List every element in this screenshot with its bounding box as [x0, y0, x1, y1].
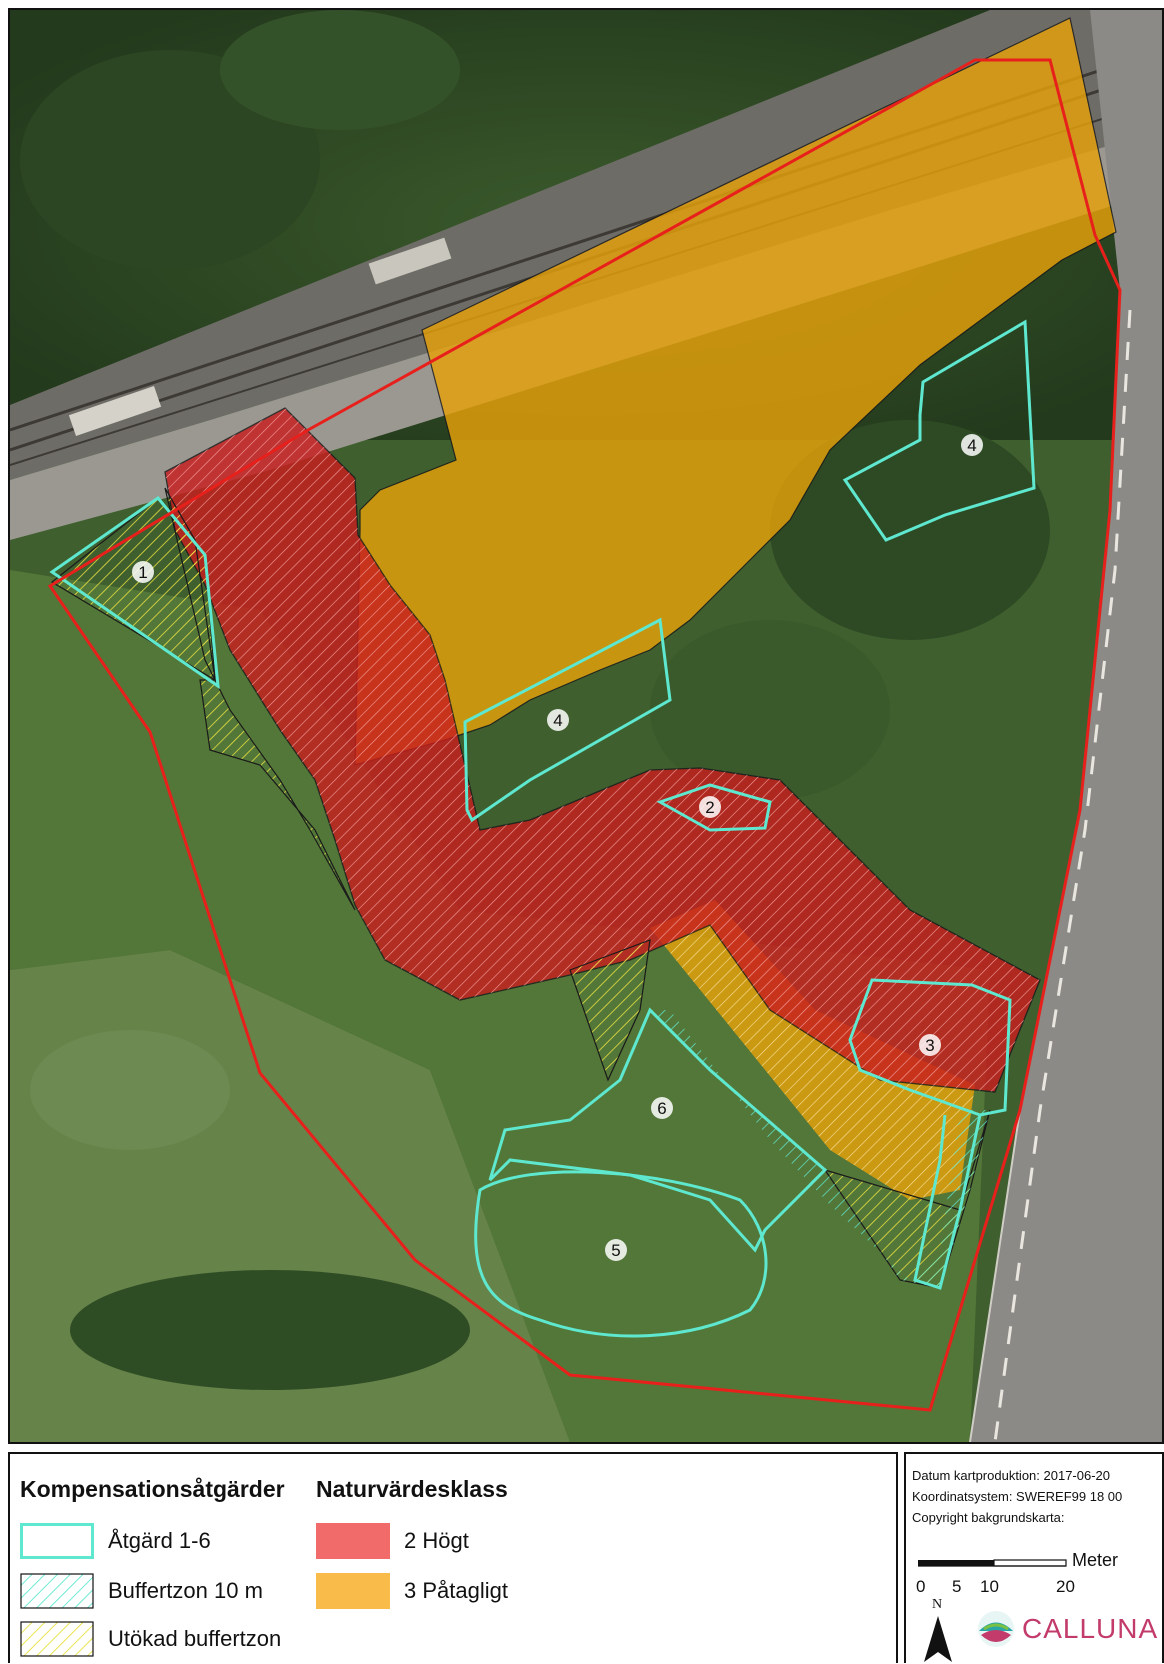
- extended-buffer-zone[interactable]: [569, 939, 651, 1082]
- shrub-patch: [30, 1030, 230, 1150]
- label-3: 3: [919, 1034, 941, 1056]
- legend-swatch-outline: [20, 1523, 94, 1559]
- action-area-6-strip[interactable]: [913, 1114, 982, 1290]
- action-area-5[interactable]: [474, 1170, 768, 1338]
- legend-label: 2 Högt: [404, 1528, 469, 1553]
- legend-title-measures: Kompensationsåtgärder: [20, 1476, 285, 1502]
- legend-swatch-yellow-hatch: [20, 1621, 94, 1657]
- coordinate-system: Koordinatsystem: SWEREF99 18 00: [912, 1489, 1123, 1504]
- svg-text:4: 4: [967, 436, 976, 455]
- parked-wagon: [368, 237, 452, 285]
- legend-swatch-orange: [316, 1573, 390, 1609]
- nature-class-3-hatch: [650, 900, 975, 1200]
- svg-text:4: 4: [553, 711, 562, 730]
- scale-tick: 5: [952, 1577, 961, 1596]
- calluna-logo-icon: [978, 1611, 1014, 1647]
- legend-item-buffer: Buffertzon 10 m: [20, 1572, 263, 1610]
- scale-unit: Meter: [1072, 1550, 1118, 1570]
- action-area-1[interactable]: [49, 495, 220, 690]
- svg-text:2: 2: [705, 798, 714, 817]
- svg-text:1: 1: [138, 563, 147, 582]
- label-1: 1: [132, 561, 154, 583]
- action-area-2[interactable]: [656, 783, 772, 832]
- logo-text: CALLUNA: [1022, 1613, 1159, 1644]
- svg-text:6: 6: [657, 1099, 666, 1118]
- map-info-panel: Datum kartproduktion: 2017-06-20 Koordin…: [904, 1452, 1164, 1663]
- north-arrow-icon: N: [924, 1597, 952, 1662]
- label-5: 5: [605, 1239, 627, 1261]
- svg-text:3: 3: [925, 1036, 934, 1055]
- project-boundary[interactable]: [47, 58, 1122, 1412]
- action-area-4-south[interactable]: [463, 617, 672, 823]
- legend-item-action: Åtgärd 1-6: [20, 1522, 211, 1560]
- calluna-logo: CALLUNA: [976, 1604, 1158, 1654]
- legend-title-classes: Naturvärdesklass: [316, 1476, 508, 1502]
- legend-label: Buffertzon 10 m: [108, 1578, 263, 1603]
- road: [970, 10, 1162, 1442]
- shrub-patch: [70, 1270, 470, 1390]
- legend-label: 3 Påtagligt: [404, 1578, 508, 1603]
- copyright-note: Copyright bakgrundskarta:: [912, 1510, 1065, 1525]
- legend-item-extended-buffer: Utökad buffertzon: [20, 1620, 281, 1658]
- scale-bar: Meter 0 5 10 20: [916, 1550, 1118, 1596]
- production-date: Datum kartproduktion: 2017-06-20: [912, 1468, 1111, 1483]
- map-canvas: 1 2 3 4 4 5 6: [10, 10, 1162, 1442]
- buffer-zone-10m[interactable]: [650, 1010, 990, 1288]
- map-view[interactable]: 1 2 3 4 4 5 6: [8, 8, 1164, 1444]
- nature-class-3-area[interactable]: [354, 17, 1117, 766]
- action-area-4-north[interactable]: [842, 319, 1036, 542]
- scale-tick: 0: [916, 1577, 925, 1596]
- legend-label: Åtgärd 1-6: [108, 1528, 211, 1553]
- road-centerline: [993, 309, 1132, 1442]
- nature-class-2-hatch: [165, 408, 1040, 1092]
- tree-cluster: [650, 620, 890, 800]
- scale-tick: 20: [1056, 1577, 1075, 1596]
- legend-swatch-cyan-hatch: [20, 1573, 94, 1609]
- svg-text:N: N: [932, 1597, 942, 1612]
- meadow: [10, 570, 990, 1442]
- scale-tick: 10: [980, 1577, 999, 1596]
- label-6: 6: [651, 1097, 673, 1119]
- parked-wagon: [68, 385, 162, 437]
- legend-item-class-3: 3 Påtagligt: [316, 1572, 508, 1610]
- label-4-north: 4: [961, 434, 983, 456]
- legend-swatch-red: [316, 1523, 390, 1559]
- legend-label: Utökad buffertzon: [108, 1626, 282, 1651]
- tree-cluster: [220, 10, 460, 130]
- legend-item-class-2: 2 Högt: [316, 1522, 469, 1560]
- map-legend: Kompensationsåtgärder Naturvärdesklass Å…: [8, 1452, 898, 1663]
- label-4-south: 4: [547, 709, 569, 731]
- label-2: 2: [699, 796, 721, 818]
- svg-text:5: 5: [611, 1241, 620, 1260]
